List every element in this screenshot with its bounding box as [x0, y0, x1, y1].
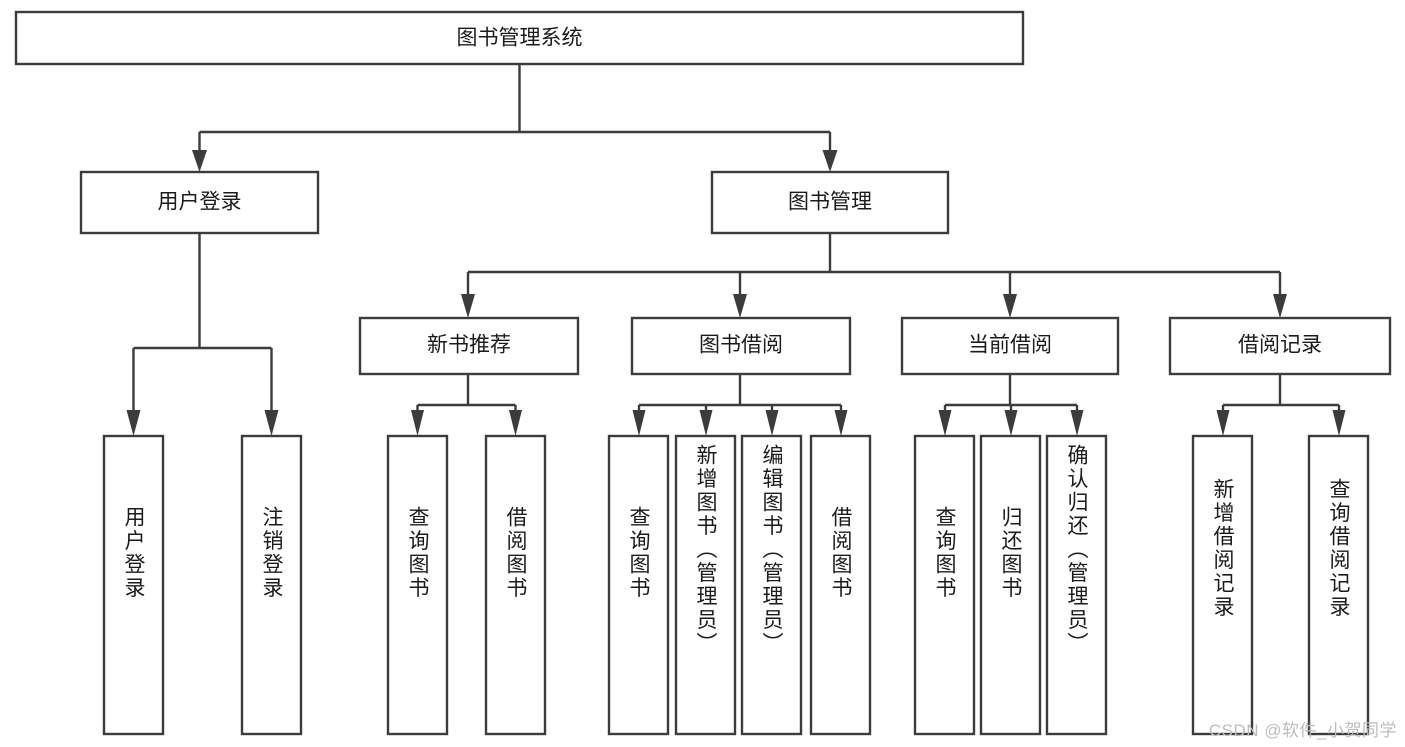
arrowhead-leaf-current-borrow-3: [1070, 410, 1084, 436]
arrowhead-book-manage: [822, 150, 838, 172]
arrowhead-user-login: [192, 150, 207, 172]
leaf-box-new-book-2[interactable]: [484, 434, 547, 736]
leaf-box-current-borrow-1[interactable]: [913, 434, 976, 736]
arrowhead-leaf-book-borrow-4: [834, 410, 848, 436]
arrowhead-leaf-book-borrow-1: [632, 410, 646, 436]
leaf-box-borrow-record-1[interactable]: [1191, 434, 1254, 736]
node-book-manage-box[interactable]: [710, 170, 950, 235]
node-user-login[interactable]: 用户登录: [79, 170, 320, 235]
arrowhead-leaf-new-book-2: [509, 410, 522, 436]
node-root-label: 图书管理系统: [457, 27, 583, 50]
node-user-login-box[interactable]: [79, 170, 320, 235]
arrowhead-leaf-user-login-2: [264, 410, 279, 436]
arrowhead-leaf-current-borrow-1: [938, 410, 952, 436]
connector-group: [126, 64, 1346, 436]
leaf-box-current-borrow-3[interactable]: [1045, 434, 1108, 736]
leaf-box-borrow-record-2[interactable]: [1307, 434, 1370, 736]
node-borrow-record[interactable]: 借阅记录: [1168, 316, 1392, 376]
leaf-box-book-borrow-2[interactable]: [674, 434, 737, 736]
arrowhead-current-borrow: [1003, 294, 1017, 318]
leaf-box-book-borrow-1[interactable]: [607, 434, 670, 736]
node-current-borrow-label: 当前借阅: [968, 334, 1052, 357]
node-new-book-recommend[interactable]: 新书推荐: [358, 316, 580, 376]
node-current-borrow-box[interactable]: [900, 316, 1120, 376]
arrowhead-leaf-book-borrow-2: [699, 410, 713, 436]
node-root-box[interactable]: [14, 10, 1025, 66]
arrowhead-new-book-recommend: [461, 294, 475, 318]
leaf-box-new-book-1[interactable]: [386, 434, 449, 736]
arrowhead-leaf-new-book-1: [411, 410, 424, 436]
leaf-box-user-login-2[interactable]: [240, 434, 303, 736]
arrowhead-leaf-book-borrow-3: [765, 410, 779, 436]
arrowhead-book-borrow: [733, 294, 747, 318]
leaf-box-book-borrow-4[interactable]: [809, 434, 872, 736]
arrowhead-leaf-current-borrow-2: [1004, 410, 1018, 436]
node-book-manage[interactable]: 图书管理: [710, 170, 950, 235]
node-book-borrow-label: 图书借阅: [699, 334, 783, 357]
leaf-box-group: [102, 434, 1370, 736]
arrowhead-leaf-user-login-1: [126, 410, 141, 436]
node-book-borrow[interactable]: 图书借阅: [630, 316, 852, 376]
node-new-book-recommend-label: 新书推荐: [427, 334, 511, 357]
arrowhead-leaf-borrow-record-2: [1332, 410, 1346, 436]
node-book-borrow-box[interactable]: [630, 316, 852, 376]
leaf-box-current-borrow-2[interactable]: [979, 434, 1042, 736]
node-borrow-record-label: 借阅记录: [1238, 334, 1322, 357]
leaf-box-book-borrow-3[interactable]: [740, 434, 803, 736]
node-root[interactable]: 图书管理系统: [14, 10, 1025, 66]
node-book-manage-label: 图书管理: [788, 191, 872, 214]
node-user-login-label: 用户登录: [158, 191, 242, 214]
leaf-box-user-login-1[interactable]: [102, 434, 165, 736]
node-borrow-record-box[interactable]: [1168, 316, 1392, 376]
node-new-book-recommend-box[interactable]: [358, 316, 580, 376]
node-current-borrow[interactable]: 当前借阅: [900, 316, 1120, 376]
arrowhead-leaf-borrow-record-1: [1216, 410, 1230, 436]
arrowhead-borrow-record: [1273, 294, 1287, 318]
